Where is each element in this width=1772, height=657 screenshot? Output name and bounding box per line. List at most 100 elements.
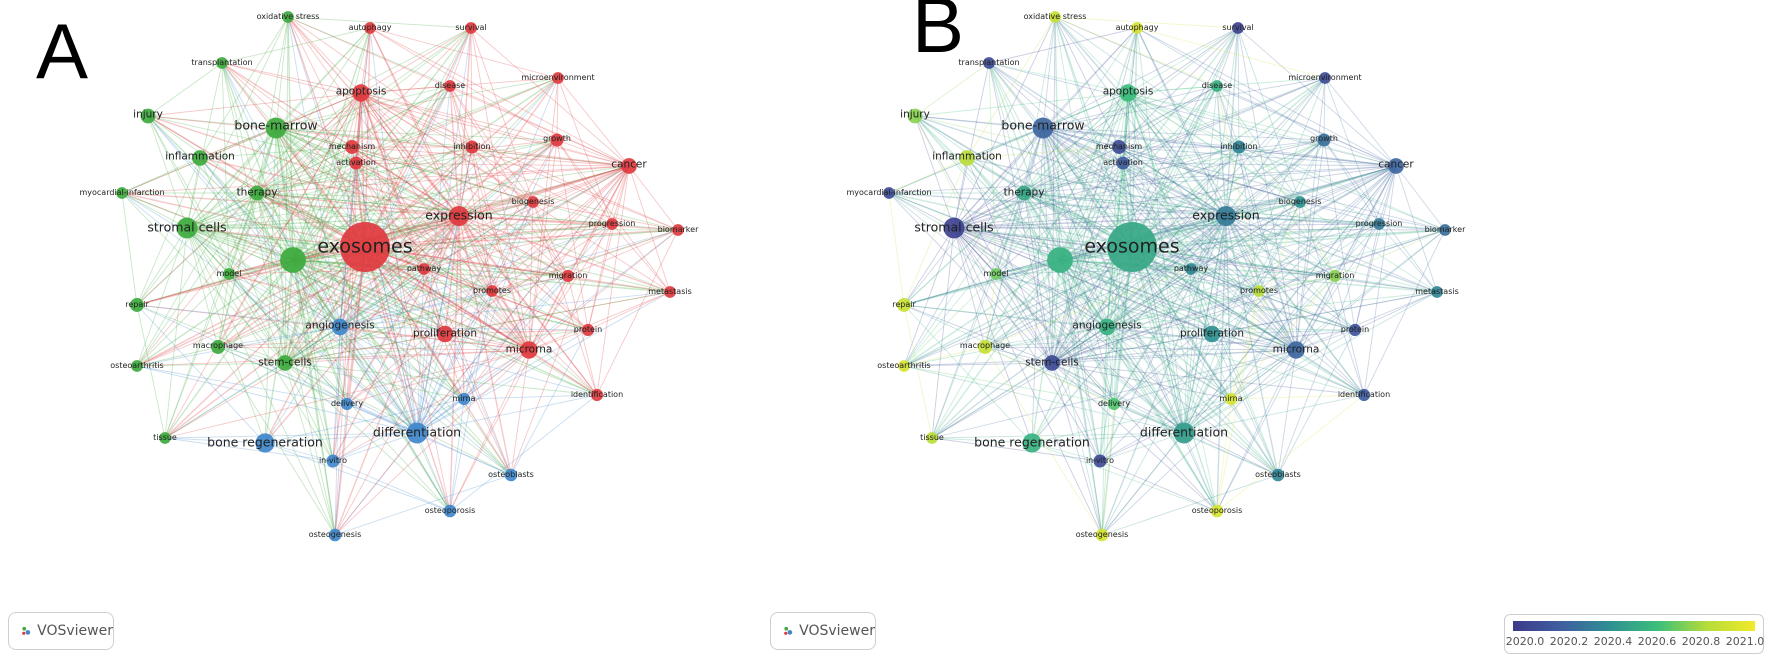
network-edge — [1225, 215, 1279, 476]
node-mirna[interactable] — [457, 392, 471, 406]
node-in-vitro[interactable] — [326, 454, 340, 468]
node-disease[interactable] — [1211, 80, 1223, 92]
node-mechanism[interactable] — [1112, 140, 1126, 154]
node-cancer[interactable] — [1388, 158, 1404, 174]
node-microrna[interactable] — [1287, 341, 1305, 359]
node-promotes[interactable] — [1253, 285, 1265, 297]
node-expression[interactable] — [448, 205, 470, 227]
node-exosomes[interactable] — [1107, 222, 1157, 272]
node-bone-marrow[interactable] — [265, 117, 287, 139]
node-pathway[interactable] — [418, 263, 430, 275]
node-osteogenesis[interactable] — [328, 528, 342, 542]
node-survival[interactable] — [465, 22, 477, 34]
node-survival[interactable] — [1232, 22, 1244, 34]
node-delivery[interactable] — [340, 397, 354, 411]
node-autophagy[interactable] — [364, 22, 376, 34]
node-growth[interactable] — [550, 133, 564, 147]
node-delivery[interactable] — [1107, 397, 1121, 411]
node-in-vitro[interactable] — [1093, 454, 1107, 468]
node-osteoblasts[interactable] — [504, 468, 518, 482]
node-myocardial-infarction[interactable] — [883, 187, 895, 199]
node-activation[interactable] — [1116, 156, 1130, 170]
node-cancer[interactable] — [621, 158, 637, 174]
node-migration[interactable] — [1328, 269, 1342, 283]
node-expression[interactable] — [1215, 205, 1237, 227]
node-mechanism[interactable] — [345, 140, 359, 154]
node-mirna[interactable] — [1224, 392, 1238, 406]
node-osteoporosis[interactable] — [1210, 504, 1224, 518]
node-osteogenesis[interactable] — [1095, 528, 1109, 542]
node-inflammation[interactable] — [192, 150, 208, 166]
node-bone-regeneration[interactable] — [1022, 433, 1042, 453]
node-identification[interactable] — [1357, 388, 1371, 402]
node-oxidative-stress[interactable] — [1049, 11, 1061, 23]
node-apoptosis[interactable] — [1119, 84, 1137, 102]
node-inflammation[interactable] — [959, 150, 975, 166]
node-osteoblasts[interactable] — [1271, 468, 1285, 482]
network-edge — [1106, 326, 1356, 331]
node-growth[interactable] — [1317, 133, 1331, 147]
node-model[interactable] — [223, 268, 235, 280]
node-repair[interactable] — [130, 298, 144, 312]
node-bone-regeneration[interactable] — [255, 433, 275, 453]
node-macrophage[interactable] — [978, 340, 992, 354]
node-tissue[interactable] — [926, 432, 938, 444]
node-osteoporosis[interactable] — [443, 504, 457, 518]
node-injury[interactable] — [140, 108, 156, 124]
node-therapy[interactable] — [249, 185, 265, 201]
node-protein[interactable] — [1348, 323, 1362, 337]
node-stem-cells[interactable] — [1044, 355, 1060, 371]
node-osteoarthritis[interactable] — [131, 360, 143, 372]
node-biogenesis[interactable] — [527, 196, 539, 208]
node-identification[interactable] — [590, 388, 604, 402]
network-edge — [416, 291, 671, 434]
node-differentiation[interactable] — [1173, 422, 1195, 444]
node-stromal-cells[interactable] — [176, 217, 198, 239]
node-proliferation[interactable] — [436, 325, 454, 343]
node-progression[interactable] — [1373, 218, 1385, 230]
node-repair[interactable] — [897, 298, 911, 312]
node-stromal-cells[interactable] — [943, 217, 965, 239]
node-metastasis[interactable] — [1431, 286, 1443, 298]
node-macrophage[interactable] — [211, 340, 225, 354]
node-microenvironment[interactable] — [552, 72, 564, 84]
node-angiogenesis[interactable] — [331, 318, 349, 336]
node-pathway[interactable] — [1185, 263, 1197, 275]
node-metastasis[interactable] — [664, 286, 676, 298]
node-progression[interactable] — [606, 218, 618, 230]
node-injury[interactable] — [907, 108, 923, 124]
node-biogenesis[interactable] — [1294, 196, 1306, 208]
network-edge — [256, 85, 451, 194]
node-apoptosis[interactable] — [352, 84, 370, 102]
node-disease[interactable] — [444, 80, 456, 92]
node-angiogenesis[interactable] — [1098, 318, 1116, 336]
node-unlabeled[interactable] — [280, 247, 306, 273]
node-therapy[interactable] — [1016, 185, 1032, 201]
node-protein[interactable] — [581, 323, 595, 337]
node-biomarker[interactable] — [1439, 224, 1451, 236]
node-tissue[interactable] — [159, 432, 171, 444]
node-myocardial-infarction[interactable] — [116, 187, 128, 199]
node-inhibition[interactable] — [1232, 140, 1246, 154]
node-bone-marrow[interactable] — [1032, 117, 1054, 139]
node-biomarker[interactable] — [672, 224, 684, 236]
node-osteoarthritis[interactable] — [898, 360, 910, 372]
node-activation[interactable] — [349, 156, 363, 170]
node-migration[interactable] — [561, 269, 575, 283]
node-model[interactable] — [990, 268, 1002, 280]
node-inhibition[interactable] — [465, 140, 479, 154]
node-differentiation[interactable] — [406, 422, 428, 444]
node-autophagy[interactable] — [1131, 22, 1143, 34]
node-transplantation[interactable] — [983, 57, 995, 69]
network-edge — [121, 192, 188, 229]
node-microrna[interactable] — [520, 341, 538, 359]
node-microenvironment[interactable] — [1319, 72, 1331, 84]
node-oxidative-stress[interactable] — [282, 11, 294, 23]
node-stem-cells[interactable] — [277, 355, 293, 371]
node-unlabeled[interactable] — [1047, 247, 1073, 273]
node-exosomes[interactable] — [340, 222, 390, 272]
node-transplantation[interactable] — [216, 57, 228, 69]
network-edge — [332, 460, 451, 512]
node-proliferation[interactable] — [1203, 325, 1221, 343]
node-promotes[interactable] — [486, 285, 498, 297]
